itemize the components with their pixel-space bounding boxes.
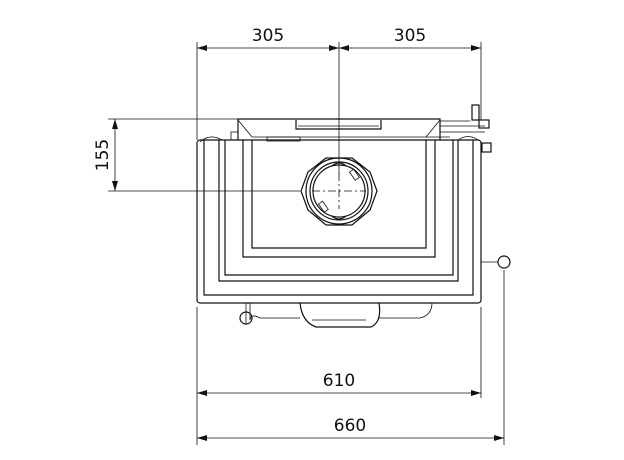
flue-outlet: [300, 157, 378, 226]
stove-body: [196, 104, 492, 304]
dimension-bottom: 610 660: [196, 270, 505, 445]
dimension-label-660: 660: [334, 416, 366, 436]
dimension-label-305-right: 305: [394, 26, 426, 46]
right-knob: [481, 255, 511, 269]
front-handle: [239, 302, 433, 328]
dimension-top: 305 305: [196, 26, 482, 175]
dimension-label-155: 155: [93, 139, 113, 171]
dimension-label-610: 610: [323, 371, 355, 391]
dimension-label-305-left: 305: [252, 26, 284, 46]
